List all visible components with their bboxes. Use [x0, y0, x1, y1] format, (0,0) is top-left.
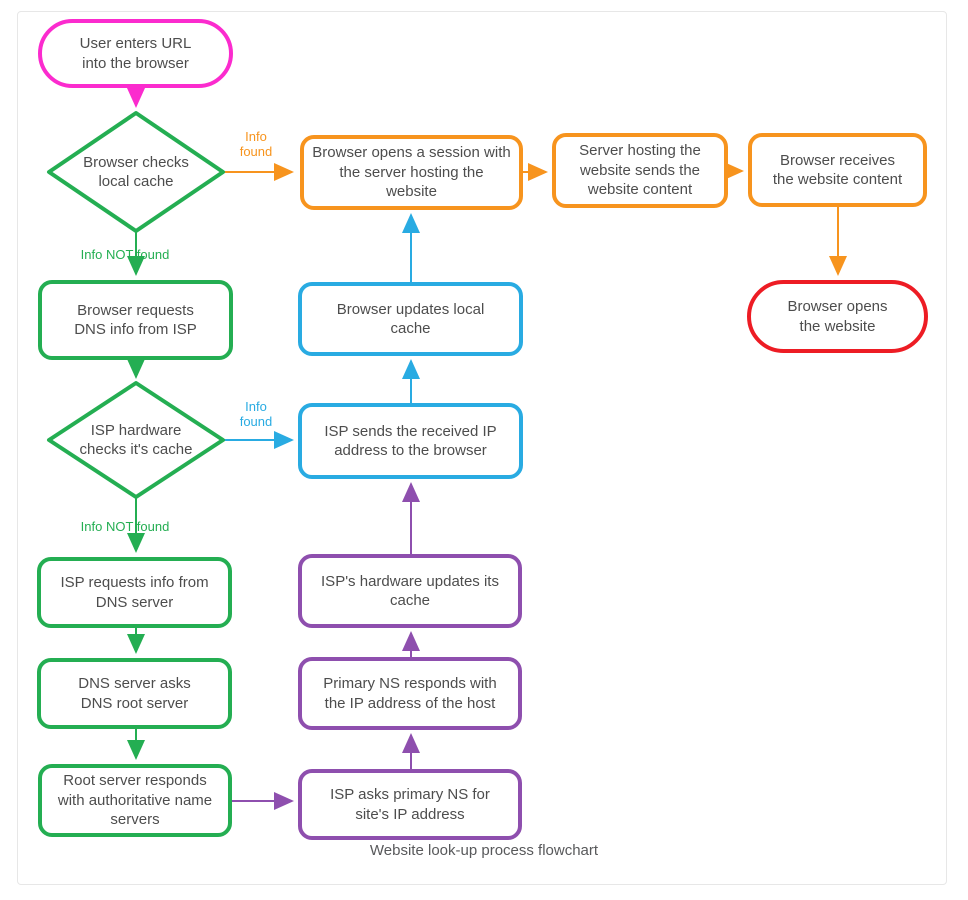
node-start: User enters URL into the browser	[38, 19, 233, 88]
node-receives: Browser receives the website content	[748, 133, 927, 207]
diamond-check-cache-label: Browser checks local cache	[83, 153, 189, 191]
diamond-check-cache	[47, 111, 225, 233]
edge-label-cache-info-found: Info found	[239, 129, 273, 159]
node-root-responds-label: Root server responds with authoritative …	[57, 772, 213, 829]
node-updates-local: Browser updates local cache	[298, 282, 523, 356]
node-primary-responds: Primary NS responds with the IP address …	[298, 657, 522, 730]
node-opens-website: Browser opens the website	[747, 280, 928, 353]
node-isp-asks: ISP asks primary NS for site's IP addres…	[298, 769, 522, 840]
diamond-isp-checks-label: ISP hardware checks it's cache	[79, 421, 193, 459]
node-opens-website-label: Browser opens the website	[787, 298, 888, 335]
node-isp-hw-updates-label: ISP's hardware updates its cache	[321, 572, 499, 610]
node-requests-dns-label: Browser requests DNS info from ISP	[74, 301, 197, 339]
node-start-label: User enters URL into the browser	[79, 35, 192, 72]
diagram-caption: Website look-up process flowchart	[369, 842, 599, 859]
node-dns-asks: DNS server asks DNS root server	[37, 658, 232, 729]
node-server-sends: Server hosting the website sends the web…	[552, 133, 728, 208]
edge-label-cache-info-not-found: Info NOT found	[80, 247, 170, 262]
node-dns-asks-label: DNS server asks DNS root server	[78, 675, 191, 712]
edge-label-isp-info-not-found: Info NOT found	[80, 519, 170, 534]
node-isp-asks-label: ISP asks primary NS for site's IP addres…	[330, 786, 490, 823]
node-isp-requests: ISP requests info from DNS server	[37, 557, 232, 628]
node-primary-responds-label: Primary NS responds with the IP address …	[323, 675, 497, 712]
node-server-sends-label: Server hosting the website sends the web…	[579, 142, 701, 199]
diamond-isp-checks	[47, 381, 225, 499]
node-isp-hw-updates: ISP's hardware updates its cache	[298, 554, 522, 628]
node-isp-sends: ISP sends the received IP address to the…	[298, 403, 523, 479]
node-updates-local-label: Browser updates local cache	[336, 300, 485, 338]
node-session: Browser opens a session with the server …	[300, 135, 523, 210]
node-root-responds: Root server responds with authoritative …	[38, 764, 232, 837]
edge-label-isp-info-found: Info found	[239, 399, 273, 429]
node-requests-dns: Browser requests DNS info from ISP	[38, 280, 233, 360]
node-session-label: Browser opens a session with the server …	[312, 144, 511, 201]
node-receives-label: Browser receives the website content	[772, 151, 903, 189]
node-isp-sends-label: ISP sends the received IP address to the…	[324, 422, 497, 460]
node-isp-requests-label: ISP requests info from DNS server	[60, 574, 209, 611]
